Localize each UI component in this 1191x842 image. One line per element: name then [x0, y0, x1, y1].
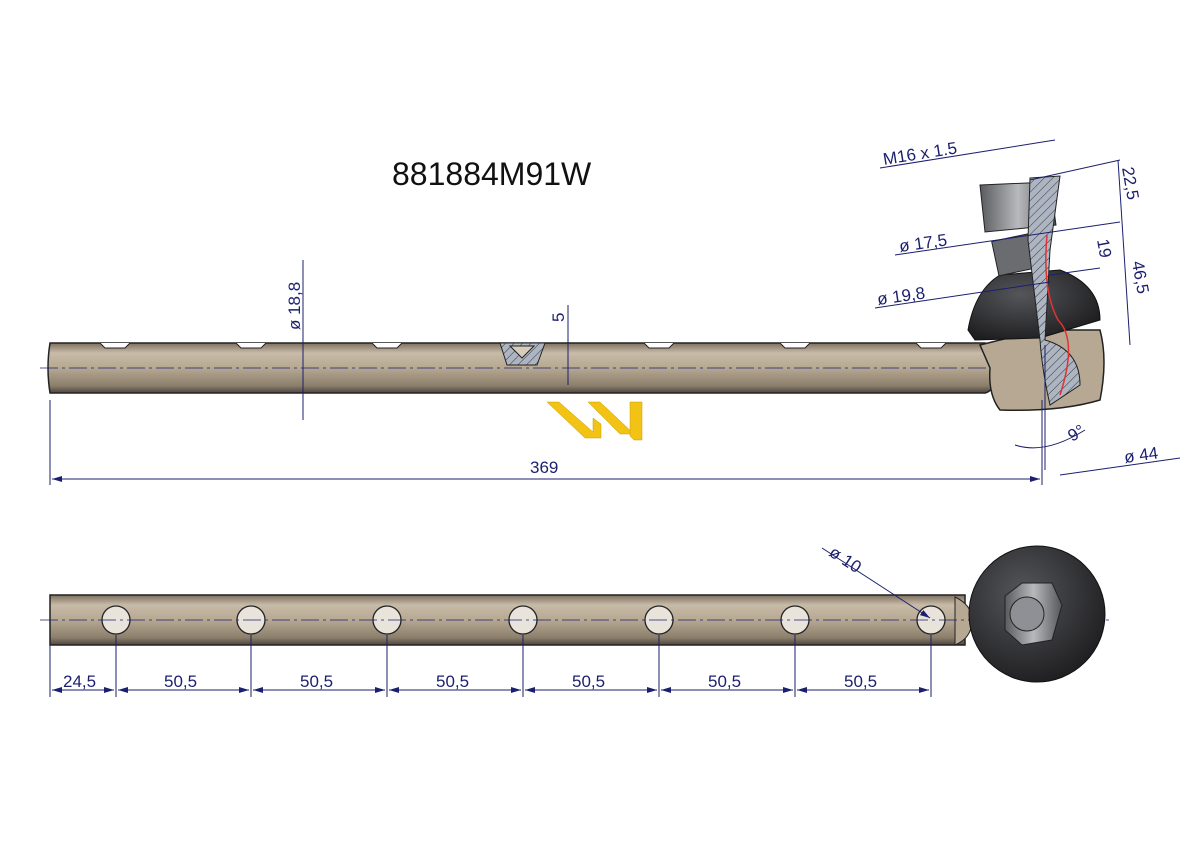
- dim-neck-length: 19: [1093, 237, 1115, 259]
- w-logo-icon: [546, 401, 643, 441]
- spacing-label: 50,5: [164, 672, 197, 691]
- spacing-label: 50,5: [708, 672, 741, 691]
- dim-housing-diameter: ø 44: [1123, 443, 1159, 467]
- dim-shaft-diameter: ø 18,8: [285, 282, 304, 330]
- dim-overall-length: 369: [530, 458, 558, 477]
- rod-grooves: [99, 342, 947, 349]
- dim-height: 46,5: [1128, 259, 1152, 295]
- part-number-title: 881884M91W: [392, 156, 592, 192]
- spacing-label: 50,5: [572, 672, 605, 691]
- dim-groove-depth: 5: [549, 313, 568, 322]
- spacing-label: 50,5: [436, 672, 469, 691]
- spacing-label: 24,5: [63, 672, 96, 691]
- spacing-dimensions: 24,5 50,5 50,5 50,5 50,5 50,5 50,5: [49, 635, 932, 697]
- bottom-view: ø 10 24,5 50,5 50,5 50,5 50,5 50,5 50,5: [40, 542, 1110, 697]
- dim-neck-diameter: ø 17,5: [898, 230, 948, 256]
- dim-cone-diameter: ø 19,8: [876, 283, 926, 309]
- dim-thread: M16 x 1.5: [882, 139, 959, 169]
- dim-thread-length: 22,5: [1118, 165, 1142, 201]
- dim-angle: 9°: [1065, 421, 1089, 446]
- top-view: ø 18,8 5 369 M16 x 1.5 22,5 ø 17,5 19 46…: [40, 139, 1181, 485]
- rubber-boot: [967, 269, 1101, 341]
- spacing-label: 50,5: [844, 672, 877, 691]
- spacing-label: 50,5: [300, 672, 333, 691]
